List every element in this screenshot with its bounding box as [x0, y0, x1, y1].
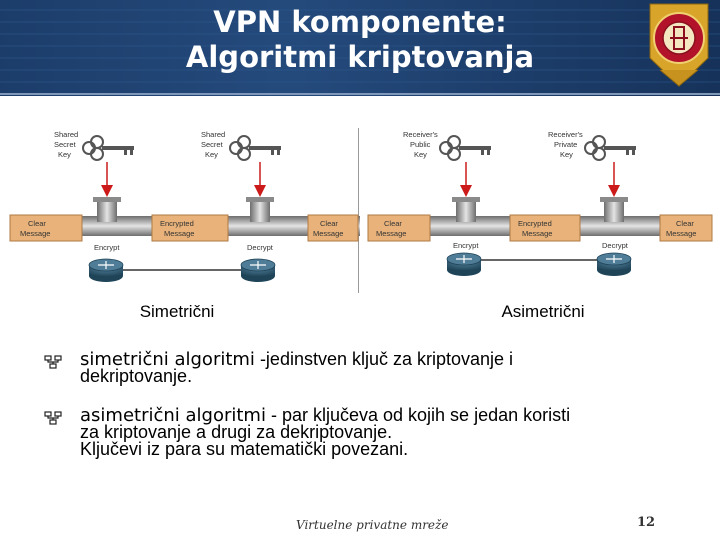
- key-label-private: Receiver's: [548, 130, 583, 139]
- key-label-right: Secret: [201, 140, 224, 149]
- message-label: Clear: [28, 219, 46, 228]
- message-label: Message: [666, 229, 696, 238]
- bullet-keyword: asimetrični algoritmi: [80, 405, 266, 426]
- encrypt-label: Encrypt: [94, 243, 120, 252]
- bullet-text: simetrični algoritmi -jedinstven ključ z…: [80, 349, 700, 386]
- encrypt-valve: [456, 200, 476, 222]
- bullet-line: za kriptovanje a drugi za dekriptovanje.: [80, 422, 393, 442]
- message-label: Message: [376, 229, 406, 238]
- clear-message-box: [367, 214, 431, 242]
- message-label: Message: [164, 229, 194, 238]
- public-key-icon: [439, 135, 491, 161]
- bullet-line: - par ključeva od kojih se jedan koristi: [265, 405, 571, 425]
- bullet-line: -jedinstven ključ za kriptovanje i: [254, 349, 514, 369]
- symmetric-diagram: Shared Secret Key Shared Secret Key Clea…: [9, 130, 360, 282]
- shared-secret-key-icon-left: [82, 135, 134, 161]
- symmetric-caption: Simetrični: [139, 302, 215, 321]
- bullet-line: dekriptovanje.: [80, 366, 193, 386]
- slide-title-line2: Algoritmi kriptovanja: [185, 40, 535, 74]
- asymmetric-caption: Asimetrični: [501, 302, 585, 321]
- message-label: Encrypted: [160, 219, 194, 228]
- bullet-symmetric: simetrični algoritmi -jedinstven ključ z…: [44, 349, 704, 391]
- decrypt-label: Decrypt: [247, 243, 274, 252]
- key-label-public: Public: [410, 140, 431, 149]
- router-icon: [446, 252, 482, 276]
- router-icon: [596, 252, 632, 276]
- key-label-right: Shared: [201, 130, 225, 139]
- clear-message-box: [659, 214, 713, 242]
- header-banner: VPN komponente: Algoritmi kriptovanja: [0, 0, 720, 96]
- key-label-public: Receiver's: [403, 130, 438, 139]
- encrypt-label: Encrypt: [453, 241, 479, 250]
- decrypt-valve: [604, 200, 624, 222]
- clear-message-box: [9, 214, 83, 242]
- bullet-keyword: simetrični algoritmi: [80, 349, 255, 370]
- shared-secret-key-icon-right: [229, 135, 281, 161]
- key-label-public: Key: [414, 150, 427, 159]
- diagram-divider: [358, 128, 359, 293]
- encrypted-message-box: [509, 214, 581, 242]
- page-number: 12: [637, 515, 656, 530]
- clear-message-box: [307, 214, 359, 242]
- university-crest-icon: [649, 3, 709, 87]
- key-label-private: Key: [560, 150, 573, 159]
- network-bullet-icon: [44, 355, 62, 369]
- slide-title-line1: VPN komponente:: [213, 5, 507, 39]
- key-label-right: Key: [205, 150, 218, 159]
- message-label: Clear: [384, 219, 402, 228]
- message-label: Clear: [676, 219, 694, 228]
- encrypt-valve: [97, 200, 117, 222]
- header-stripes: [0, 9, 720, 95]
- key-label-private: Private: [554, 140, 577, 149]
- encryption-diagram: Shared Secret Key Shared Secret Key Clea…: [9, 130, 713, 282]
- message-label: Encrypted: [518, 219, 552, 228]
- message-label: Message: [20, 229, 50, 238]
- encrypted-message-box: [151, 214, 229, 242]
- key-label-left: Secret: [54, 140, 77, 149]
- bullet-text: asimetrični algoritmi - par ključeva od …: [80, 405, 700, 459]
- footer-text: Virtuelne privatne mreže: [296, 518, 449, 532]
- network-bullet-icon: [44, 411, 62, 425]
- private-key-icon: [584, 135, 636, 161]
- message-label: Message: [522, 229, 552, 238]
- message-label: Message: [313, 229, 343, 238]
- decrypt-label: Decrypt: [602, 241, 629, 250]
- bullet-line: Ključevi iz para su matematički povezani…: [80, 439, 409, 459]
- message-label: Clear: [320, 219, 338, 228]
- key-label-left: Key: [58, 150, 71, 159]
- router-icon: [240, 258, 276, 282]
- key-label-left: Shared: [54, 130, 78, 139]
- asymmetric-diagram: Receiver's Public Key Receiver's Private…: [367, 130, 713, 276]
- bullet-asymmetric: asimetrični algoritmi - par ključeva od …: [44, 405, 704, 465]
- decrypt-valve: [250, 200, 270, 222]
- router-icon: [88, 258, 124, 282]
